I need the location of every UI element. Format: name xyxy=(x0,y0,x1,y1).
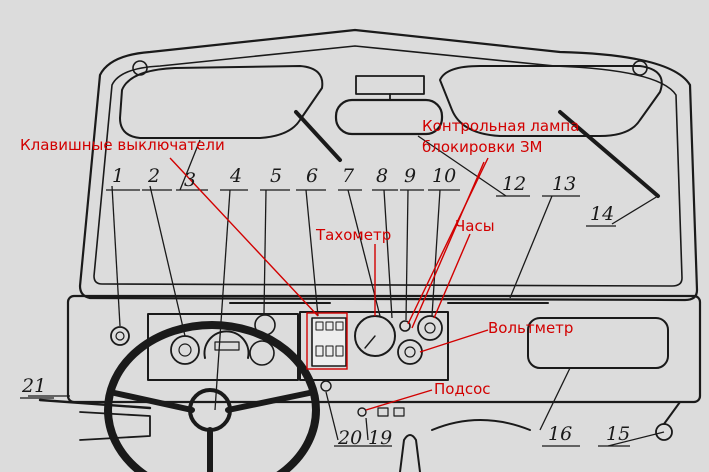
callout-9: 9 xyxy=(404,165,416,187)
turn-signal-lever xyxy=(38,398,152,410)
clock-dial xyxy=(417,315,443,341)
odometer xyxy=(214,341,240,351)
annotation-tachometer: Тахометр xyxy=(315,226,391,244)
callout-21: 21 xyxy=(21,375,46,397)
callout-10: 10 xyxy=(432,165,456,187)
warning-lamp xyxy=(399,320,411,332)
right-visor-hinge xyxy=(632,60,648,76)
rocker-switch-block xyxy=(311,317,347,367)
choke-switch-b xyxy=(393,407,405,417)
left-sun-visor xyxy=(119,65,324,139)
callout-3: 3 xyxy=(184,169,196,191)
left-visor-hinge xyxy=(132,60,148,76)
left-wiper xyxy=(294,110,342,162)
annotation-switches: Клавишные выключатели xyxy=(20,136,225,154)
choke-knob xyxy=(357,407,367,417)
choke-switch-a xyxy=(377,407,389,417)
callout-20: 20 xyxy=(337,427,362,449)
clock-leader xyxy=(433,233,471,319)
oil-gauge xyxy=(249,340,275,366)
callout-16: 16 xyxy=(548,423,572,445)
callout-5: 5 xyxy=(270,165,282,187)
callout-8: 8 xyxy=(376,165,388,187)
callout-1: 1 xyxy=(112,165,124,187)
callout-6: 6 xyxy=(306,165,318,187)
center-console xyxy=(299,311,449,381)
annotation-voltmeter: Вольтметр xyxy=(488,319,573,337)
callout-14: 14 xyxy=(590,203,614,225)
right-sun-visor xyxy=(439,65,663,137)
callout-2: 2 xyxy=(147,165,160,187)
gear-lever xyxy=(399,434,421,472)
callout-7: 7 xyxy=(342,165,355,187)
tunnel-cover xyxy=(431,419,531,431)
switches-highlight xyxy=(306,312,348,370)
right-wiper xyxy=(558,110,660,198)
callout-13: 13 xyxy=(552,173,576,195)
voltmeter-leader xyxy=(419,329,489,353)
choke-leader xyxy=(365,389,433,411)
switches-leader xyxy=(169,157,319,317)
steering-wheel xyxy=(104,321,320,472)
rear-view-mirror xyxy=(334,98,444,136)
left-knob xyxy=(110,326,130,346)
windshield-frame-inner xyxy=(93,45,683,287)
dashboard-panel xyxy=(66,294,702,404)
callout-12: 12 xyxy=(502,173,526,195)
annotation-lamp-line1: Контрольная лампа xyxy=(422,117,579,135)
annotation-choke: Подсос xyxy=(434,380,491,398)
annotation-clock: Часы xyxy=(455,217,495,235)
callout-15: 15 xyxy=(606,423,630,445)
lamp-leader-1 xyxy=(407,157,489,325)
small-knob xyxy=(320,380,332,392)
callout-4: 4 xyxy=(229,165,242,187)
lamp-leader-2 xyxy=(411,161,485,329)
speedometer xyxy=(203,330,250,359)
callout-19: 19 xyxy=(368,427,392,449)
annotation-lamp-line2: блокировки ЗМ xyxy=(422,138,543,156)
glove-box xyxy=(527,317,669,369)
